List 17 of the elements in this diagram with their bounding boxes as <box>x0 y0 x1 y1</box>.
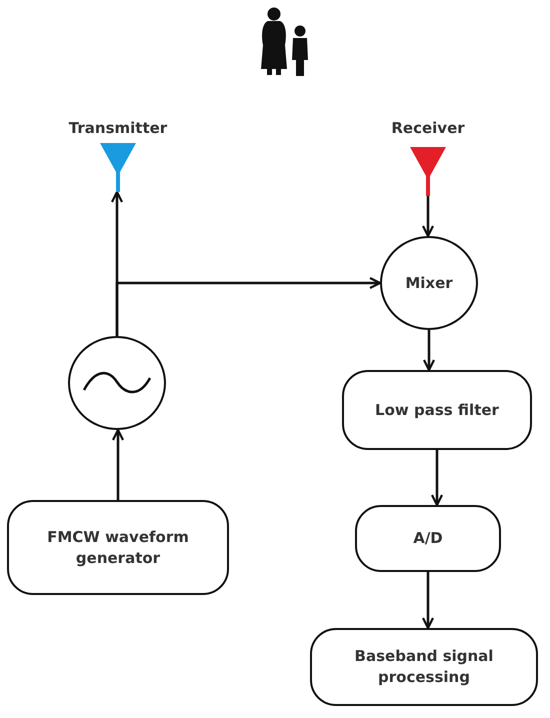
process-box <box>355 505 501 572</box>
arrow <box>422 196 434 238</box>
process-box <box>7 500 229 595</box>
node-label: Low pass filter <box>375 400 499 420</box>
process-box <box>342 370 532 450</box>
process-box <box>310 628 538 706</box>
node-label: Mixer <box>405 272 453 294</box>
node-label: Baseband signal processing <box>354 646 494 688</box>
arrow <box>112 428 124 500</box>
arrow <box>422 330 436 372</box>
node-label: FMCW waveform generator <box>46 526 190 568</box>
node-label: Receiver <box>391 118 465 139</box>
arrow <box>430 450 444 506</box>
node-label: Transmitter <box>68 118 168 139</box>
arrow <box>422 572 434 630</box>
arrow <box>116 276 382 336</box>
node-label: A/D <box>413 528 443 549</box>
